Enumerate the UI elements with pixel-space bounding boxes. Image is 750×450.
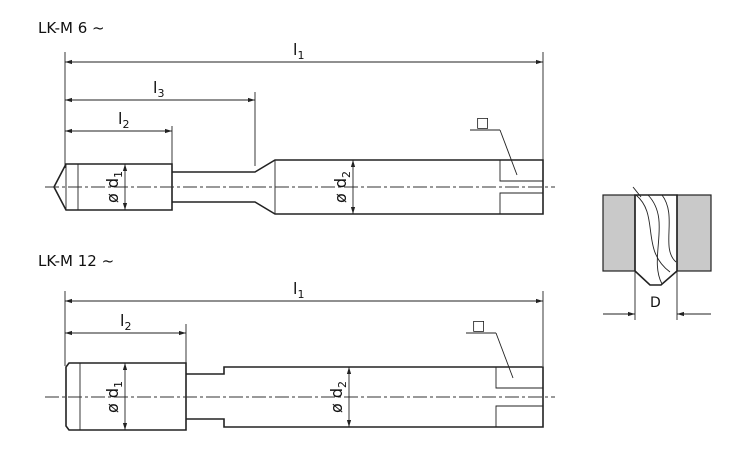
- dim-label-l2: l2: [118, 109, 129, 131]
- square-end-bottom: [495, 367, 543, 427]
- square-symbol-top: □: [476, 115, 489, 131]
- dim-label-l1-bottom: l1: [293, 279, 304, 301]
- title-lk-m12: LK-M 12 ~: [38, 252, 114, 270]
- dim-label-l1: l1: [293, 40, 304, 62]
- dim-label-D: D: [650, 295, 661, 311]
- tool-drawing-bottom: l1 l2 □ ø d1 ø d2: [45, 279, 555, 431]
- dim-label-d2: ø d2: [331, 171, 353, 203]
- dim-label-d2-bottom: ø d2: [327, 381, 349, 413]
- shank-section-bottom: [186, 366, 544, 428]
- hole-detail: D: [602, 186, 712, 320]
- dim-label-d1-bottom: ø d1: [103, 381, 125, 413]
- dim-label-l3: l3: [153, 78, 164, 100]
- shank-section: [172, 159, 544, 215]
- dim-label-l2-bottom: l2: [120, 311, 131, 333]
- thread-section-bottom: [65, 362, 187, 431]
- square-end: [499, 160, 543, 214]
- square-symbol-bottom: □: [472, 318, 485, 334]
- dim-label-d1: ø d1: [103, 171, 125, 203]
- title-lk-m6: LK-M 6 ~: [38, 19, 105, 37]
- tool-drawing-top: l1 l3 l2 □ ø d1 ø d2: [45, 40, 555, 215]
